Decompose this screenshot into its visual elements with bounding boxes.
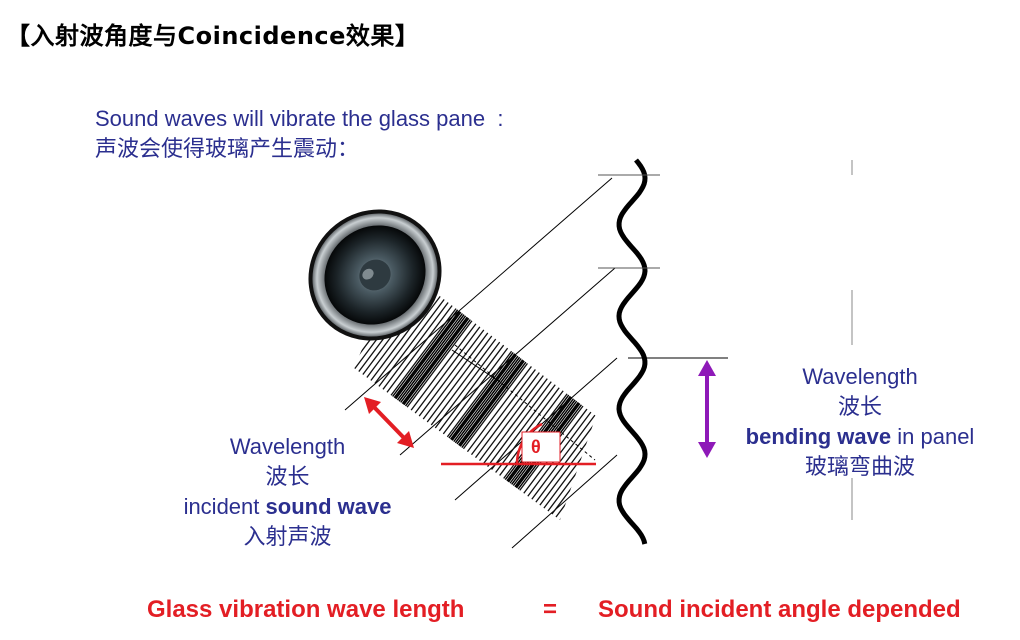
beam-hatch-line [373, 280, 459, 394]
incident-wave-label: Wavelength 波长 incident sound wave 入射声波 [160, 432, 415, 552]
beam-hatch-line [445, 334, 531, 448]
formula-right: Sound incident angle depended [598, 596, 961, 623]
page-title: 【入射波角度与Coincidence效果】 [6, 22, 420, 50]
incident-wave-cn: 入射声波 [243, 524, 332, 549]
bending-wavelength-en: Wavelength [802, 364, 918, 389]
bending-suffix: in panel [891, 424, 975, 449]
beam-band-line [390, 293, 476, 407]
speaker-icon [308, 209, 442, 341]
wavefront-line [454, 357, 618, 501]
beam-band-line [449, 337, 535, 451]
bending-wavelength-cn: 波长 [837, 394, 882, 419]
incident-wave-name: incident sound wave [160, 492, 415, 522]
bending-wave-name: bending wave in panel [720, 422, 1000, 452]
wavefront-line [511, 454, 618, 549]
reference-lines [598, 160, 853, 520]
glass-bending-wave [616, 158, 648, 545]
incident-bold: sound wave [265, 494, 392, 519]
beam-axis [454, 344, 596, 461]
intro-text: Sound waves will vibrate the glass pane … [95, 104, 503, 164]
beam-hatch-line [377, 283, 463, 397]
beam-hatch-line [525, 394, 596, 508]
beam-mid-line [451, 349, 501, 383]
formula-equals: = [543, 596, 558, 623]
beam-hatch-line [557, 418, 596, 520]
beam-hatch-line [385, 289, 471, 403]
beam-band-line [391, 294, 477, 408]
beam-band-line [388, 291, 474, 405]
beam-hatch-line [421, 316, 507, 430]
beam-hatch-line [441, 331, 527, 445]
incident-wavelength-en: Wavelength [229, 434, 346, 459]
bending-bold: bending wave [745, 424, 892, 449]
beam-hatch-line [533, 400, 596, 514]
bending-wave-cn: 玻璃弯曲波 [804, 454, 915, 479]
beam-hatch-line [389, 292, 475, 406]
incident-wavelength-arrow [364, 397, 414, 448]
incident-wavelength-cn: 波长 [265, 464, 310, 489]
beam-hatch-line [381, 286, 467, 400]
bending-wavelength-arrow [698, 360, 716, 458]
wavefront-line [399, 267, 616, 456]
beam-hatch-line [529, 397, 596, 511]
incident-prefix: incident [183, 494, 266, 519]
beam-hatch-line [553, 415, 596, 520]
beam-hatch-line [537, 403, 596, 517]
intro-line-en: Sound waves will vibrate the glass pane … [95, 106, 504, 131]
formula-left: Glass vibration wave length [147, 596, 465, 623]
intro-line-cn: 声波会使得玻璃产生震动： [95, 136, 360, 161]
beam-band-line [558, 419, 596, 520]
beam-band-line [387, 290, 473, 404]
beam-band-line [564, 423, 596, 520]
angle-label-box [521, 431, 561, 463]
beam-hatch-line [369, 277, 455, 391]
angle-symbol: θ [531, 437, 541, 457]
bending-wave-label: Wavelength 波长 bending wave in panel 玻璃弯曲… [720, 362, 1000, 482]
